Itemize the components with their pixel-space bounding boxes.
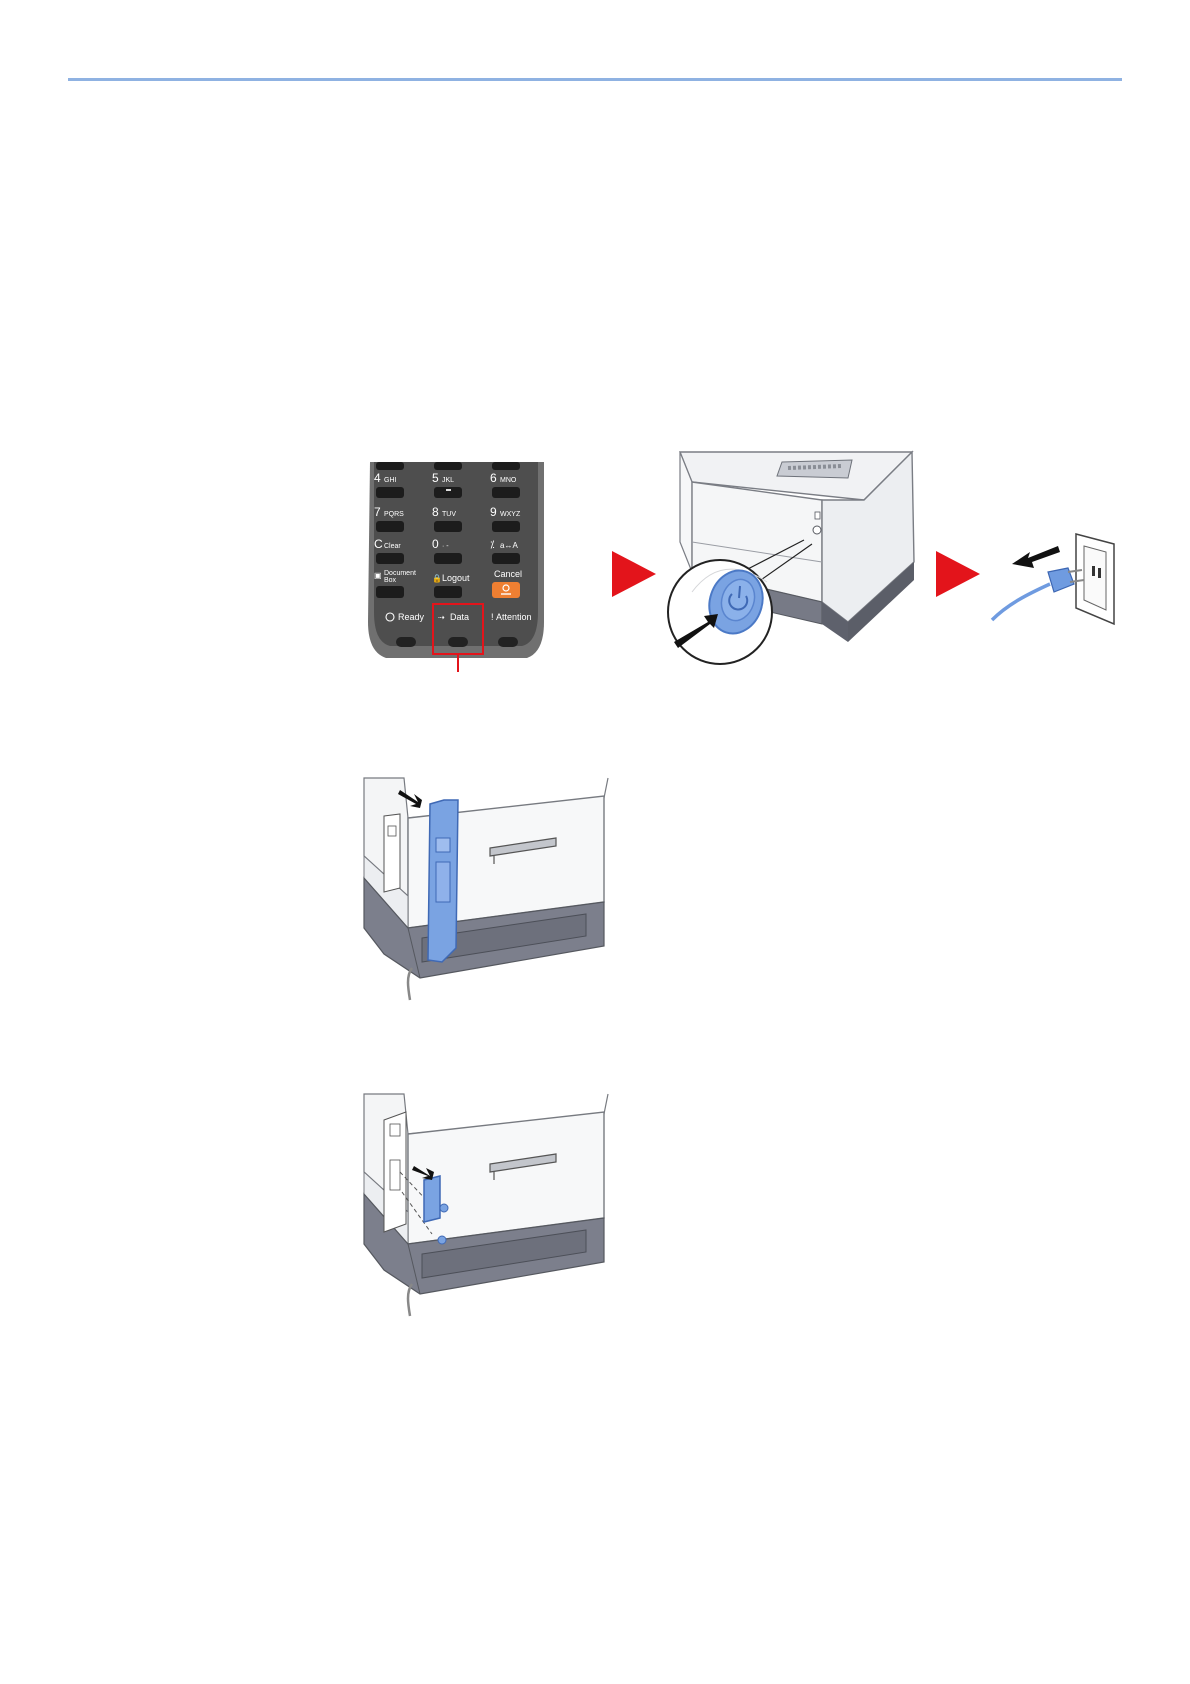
logout-key[interactable] <box>434 586 462 598</box>
remove-side-cover-figure <box>360 778 620 1000</box>
document-box-key[interactable] <box>376 586 404 598</box>
data-label: Data <box>450 612 469 622</box>
data-lamp <box>448 637 468 647</box>
key-8-label: 8 <box>432 505 439 519</box>
key-0-sub: · - <box>442 543 449 550</box>
power-cord <box>992 584 1050 620</box>
attention-label: Attention <box>496 612 532 622</box>
key-mode-icon: ⁒ <box>490 540 495 551</box>
key-5-sub: JKL <box>442 477 454 484</box>
key-9-sub: WXYZ <box>500 511 521 518</box>
key-8-sub: TUV <box>442 511 456 518</box>
key-clear-label: C <box>374 537 383 551</box>
key-6-sub: MNO <box>500 477 517 484</box>
power-switch-small <box>813 526 821 534</box>
screw-1 <box>440 1204 448 1212</box>
document-box-label-2: Box <box>384 577 397 584</box>
key-7-sub: PQRS <box>384 511 404 518</box>
attention-icon: ! <box>491 612 494 622</box>
printer-power-figure <box>652 452 942 682</box>
key-7[interactable] <box>376 521 404 532</box>
remove-slot-cover-figure <box>360 1094 620 1316</box>
key-8[interactable] <box>434 521 462 532</box>
key-mode-label: a↔A <box>500 541 518 550</box>
key-clear-sub: Clear <box>384 543 401 550</box>
operation-panel-figure: 4 GHI 5 JKL 6 MNO 7 PQRS 8 TUV 9 WXYZ C … <box>362 462 548 674</box>
key-4-sub: GHI <box>384 477 397 484</box>
key-7-label: 7 <box>374 505 381 519</box>
key-6-label: 6 <box>490 471 497 485</box>
header-rule <box>68 78 1122 81</box>
screw-2 <box>438 1236 446 1244</box>
key-4-label: 4 <box>374 471 381 485</box>
key-5-label: 5 <box>432 471 439 485</box>
key-mode[interactable] <box>492 553 520 564</box>
unplug-figure <box>988 534 1118 626</box>
key-5[interactable] <box>434 487 462 498</box>
document-box-icon: ▣ <box>374 571 382 580</box>
key-4[interactable] <box>376 487 404 498</box>
key-9[interactable] <box>492 521 520 532</box>
ready-label: Ready <box>398 612 425 622</box>
slot-cover <box>424 1176 440 1222</box>
logout-lock-icon: 🔒 <box>432 574 442 583</box>
unplug-arrow-icon <box>1012 546 1060 568</box>
ready-lamp <box>396 637 416 647</box>
data-icon: ⇢ <box>438 613 445 622</box>
attention-lamp <box>498 637 518 647</box>
key-0-label: 0 <box>432 537 439 551</box>
key-6[interactable] <box>492 487 520 498</box>
document-box-label: Document <box>384 570 416 577</box>
cancel-label: Cancel <box>494 569 522 579</box>
key-9-label: 9 <box>490 505 497 519</box>
red-triangle-arrow-icon <box>936 551 982 597</box>
key-clear[interactable] <box>376 553 404 564</box>
key-0[interactable] <box>434 553 462 564</box>
logout-label: Logout <box>442 573 470 583</box>
